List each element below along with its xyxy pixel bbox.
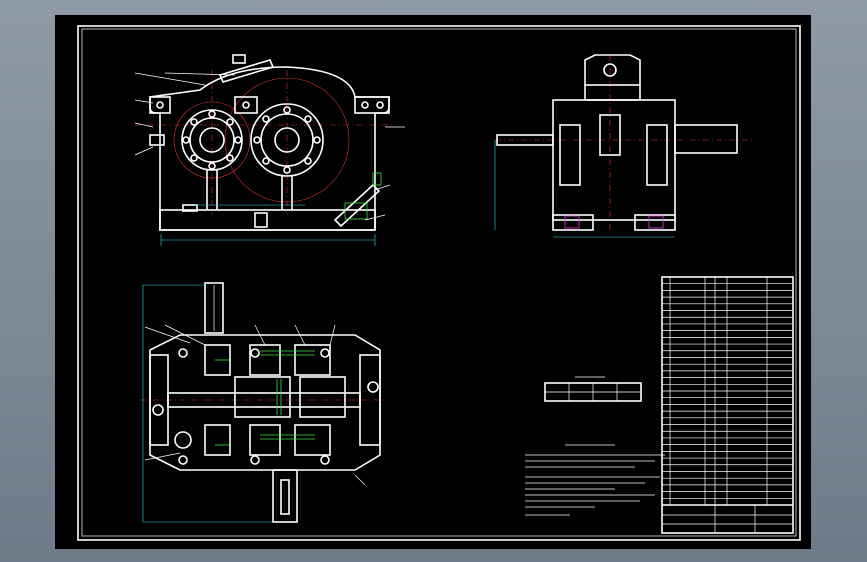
- side-foot-right: [634, 214, 676, 231]
- side-bearing-left: [559, 124, 581, 186]
- oil-plug: [372, 172, 382, 186]
- front-view: [134, 54, 405, 246]
- side-output-shaft: [674, 124, 738, 154]
- front-boss-hole-2: [242, 101, 250, 109]
- bearing-bore-left: [199, 127, 225, 153]
- cad-drawing-sheet: [77, 25, 801, 541]
- oil-level-zone: [344, 202, 368, 220]
- top-gear-3: [294, 344, 331, 376]
- side-foot-left: [552, 214, 594, 231]
- top-view: [140, 282, 385, 523]
- foot-bolt-2: [254, 212, 268, 228]
- output-shaft-keyway: [280, 479, 290, 515]
- gear-pitch-circle-large: [224, 77, 350, 203]
- top-housing-outline: [149, 334, 381, 471]
- tech-characteristics-table: [544, 376, 642, 402]
- parts-list-frame: [661, 276, 794, 534]
- outer-frame: [77, 25, 801, 541]
- gear-mesh-lines: [215, 350, 315, 446]
- front-boss-hole-4: [376, 101, 384, 109]
- side-view: [494, 54, 755, 238]
- top-leaders: [144, 324, 366, 486]
- top-intermediate-shaft: [167, 392, 361, 408]
- top-gear-6: [294, 424, 331, 456]
- front-mid-boss: [234, 96, 258, 114]
- cap-bolts-left: [182, 110, 242, 170]
- side-input-shaft: [496, 134, 554, 146]
- front-boss-hole-3: [361, 101, 369, 109]
- bearing-housing-left: [181, 109, 243, 171]
- front-right-boss: [354, 96, 390, 114]
- oil-dipstick: [333, 183, 381, 228]
- side-bearing-right: [646, 124, 668, 186]
- side-gear-hub: [599, 114, 621, 156]
- top-bolt-holes: [152, 348, 379, 465]
- top-gear-5: [249, 424, 281, 456]
- bearing-bore-right: [274, 127, 300, 153]
- front-shaft-stub: [149, 134, 165, 146]
- top-large-gear: [234, 376, 291, 418]
- top-drain-plug: [174, 431, 192, 449]
- vent-plug: [232, 54, 246, 64]
- front-left-boss: [149, 96, 171, 114]
- parts-list: [661, 276, 794, 534]
- side-top-cover: [584, 84, 641, 101]
- drawing-viewport[interactable]: [55, 15, 811, 549]
- top-output-shaft: [272, 469, 298, 523]
- front-leaders: [134, 72, 405, 221]
- gear-pitch-circle-small: [173, 101, 251, 179]
- cap-bolts-right: [253, 106, 321, 174]
- technical-notes: [525, 444, 665, 516]
- bearing-cap-right: [260, 113, 314, 167]
- foot-bolt-1: [182, 204, 198, 212]
- side-housing-body: [552, 99, 676, 221]
- side-foot-bolt-right: [648, 215, 664, 229]
- bearing-housing-right: [250, 103, 324, 177]
- inner-border: [81, 28, 797, 537]
- top-gear-4: [204, 424, 231, 456]
- front-boss-hole-1: [156, 101, 164, 109]
- bearing-cap-left: [189, 117, 235, 163]
- top-input-shaft: [204, 282, 224, 334]
- inspection-cover: [218, 59, 275, 83]
- side-lug-hole: [603, 63, 617, 77]
- side-foot-bolt-left: [564, 215, 580, 229]
- top-output-gear: [299, 376, 346, 418]
- front-base-flange: [159, 209, 376, 231]
- side-lifting-lug: [584, 54, 641, 85]
